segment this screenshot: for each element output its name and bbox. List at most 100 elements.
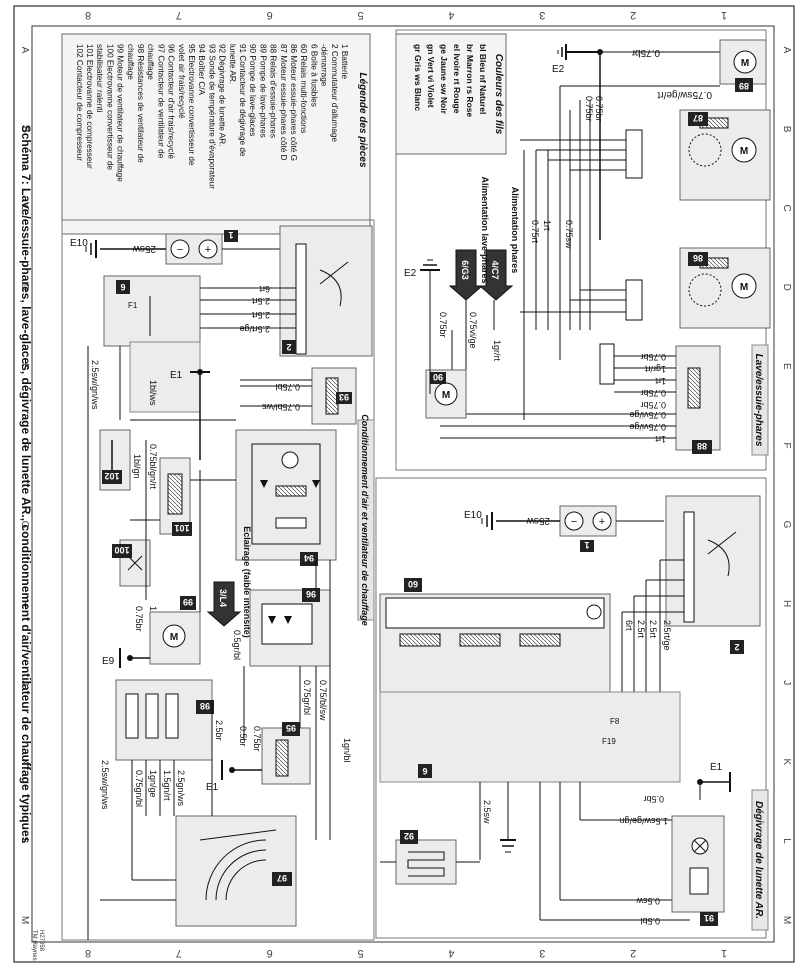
wire-label-87b: 0.75br — [584, 96, 594, 122]
wire-label-88b: 1gr/rt — [644, 364, 666, 374]
small-print: H27058 — [38, 930, 44, 952]
border-letter-right: D — [781, 284, 792, 291]
wire-label-95b: 0.5br — [238, 726, 248, 747]
border-number-bottom: 1 — [721, 947, 727, 959]
defrost-wires — [479, 782, 701, 921]
wire-label-88d: 0.75br — [640, 388, 666, 398]
ground-e-92 — [500, 839, 516, 853]
component-87: M 87 — [679, 109, 771, 201]
border-number-top: 7 — [176, 9, 182, 21]
svg-text:1: 1 — [584, 540, 589, 550]
border-letter-right: L — [781, 838, 792, 844]
legend-item: 89 Pompe de lave-phares — [258, 44, 267, 138]
component-101: 101 — [159, 457, 192, 536]
defrost-ign-wires — [621, 559, 684, 700]
legend-item: 2 Commutateur d'allumage — [330, 44, 339, 142]
wire-label-95a: 0.75br — [252, 726, 262, 752]
svg-text:E1: E1 — [170, 370, 183, 381]
wire-label-87e: 0.75rt — [530, 220, 540, 244]
wire-label-93a: 0.75bl — [275, 382, 300, 392]
svg-text:60: 60 — [408, 579, 418, 589]
wire-label-98a: 2.5br — [214, 720, 224, 741]
legend-item: lunette AR. — [228, 44, 237, 84]
legend-item: 86 Moteur essuie-phares côté G — [289, 44, 298, 161]
svg-text:E10: E10 — [464, 510, 482, 521]
legend-item: 97 Contacteur de ventilateur de — [156, 44, 165, 159]
legend-item: 87 Moteur essuie-phares côté D — [279, 44, 288, 161]
component-89: M 89 — [719, 39, 767, 92]
legend-item: 100 Electrovanne convertisseur de — [105, 44, 114, 171]
svg-text:102: 102 — [104, 471, 119, 481]
legend-item: -démarrage — [320, 44, 329, 87]
svg-text:+: + — [205, 244, 211, 256]
component-92: 92 — [395, 830, 457, 885]
legend-item: 92 Dégivrage de lunette AR. — [218, 44, 227, 146]
wire-color-item: bl Bleu nf Naturel — [478, 44, 488, 114]
feed-3l4-label: Eclairage (faible intensité) — [242, 526, 252, 638]
component-6-ac: 6 F1 — [103, 275, 201, 413]
component-86: M 86 — [679, 247, 771, 329]
headlamp-wiring — [440, 100, 676, 439]
border-number-top: 5 — [358, 9, 364, 21]
border-letter-left: A — [19, 47, 30, 54]
svg-text:M: M — [442, 390, 450, 401]
border-letter-right: G — [781, 521, 792, 529]
legend-item: 6 Boîte à fusibles — [309, 44, 318, 107]
section-title-headlamp: Lave/essuie-phares — [753, 354, 764, 447]
border-number-bottom: 4 — [448, 947, 454, 959]
wire-label-88a: 0.75br — [640, 352, 666, 362]
feed-4c7: 4/C7 Alimentation phares — [478, 187, 520, 301]
wire-label-60c: 6rt — [624, 620, 634, 631]
legend-item: chauffage — [146, 44, 155, 80]
wire-label-60b2: 2.5rt — [636, 620, 646, 639]
legend-item: 1 Batterie — [340, 44, 349, 79]
wire-label-90: 0.75vi/ge — [468, 312, 478, 349]
legend-item: 90 Pompe de lave-glaces — [248, 44, 257, 136]
wire-label-87d: 1rt — [542, 220, 552, 231]
border-letter-right: A — [781, 47, 792, 54]
border-number-top: 2 — [630, 9, 636, 21]
wire-label-89a: 0.75br — [631, 47, 660, 58]
wire-label-87a: 0.75br — [594, 96, 604, 122]
ground-e1-defrost: E1 — [697, 762, 731, 792]
wire-label-6a: 6rt — [259, 284, 270, 294]
ground-e2-label: E2 — [552, 64, 565, 75]
wire-label-6b: 2.5rt — [251, 296, 270, 306]
svg-text:+: + — [599, 516, 605, 528]
wire-label-91b: 1.5sw/ge/gn — [619, 816, 668, 826]
component-60: 60 — [379, 578, 611, 693]
svg-text:F19: F19 — [602, 737, 616, 746]
wire-color-item: ge Jaune sw Noir — [439, 44, 449, 115]
svg-text:95: 95 — [286, 723, 296, 733]
wire-label-98f: 2.5sw/gn/ws — [100, 760, 110, 810]
legend-item: 98 Résistances de ventilateur de — [136, 44, 145, 163]
component-102: 102 — [99, 429, 131, 491]
border-letter-left: L — [19, 838, 30, 844]
feed-4c7-label: Alimentation phares — [510, 187, 520, 274]
component-90: M 90 — [425, 369, 467, 419]
wire-label-91d: 0.5bl — [640, 916, 660, 926]
wire-label-101: 0.75bl/gn/rt — [148, 444, 158, 490]
svg-text:M: M — [170, 632, 178, 643]
border-letter-left: D — [19, 284, 30, 291]
wire-label-87c: 0.75sw — [564, 220, 574, 249]
wire-colors-heading: Couleurs des fils — [493, 54, 504, 135]
border-letter-right: B — [781, 126, 792, 133]
wire-label-98c: 1.5gn/rt — [162, 770, 172, 801]
component-93: 93 — [311, 367, 357, 425]
feed-3l4-ref: 3/L4 — [218, 589, 228, 607]
svg-text:94: 94 — [304, 553, 314, 563]
svg-text:6: 6 — [120, 282, 125, 292]
wire-label-88e: 0.75br — [640, 400, 666, 410]
border-letter-right: H — [781, 600, 792, 607]
border-letter-right: J — [781, 680, 792, 685]
wire-label-6d: 2.5rt/ge — [239, 324, 270, 334]
legend-item: 88 Relais d'essuie-phares — [269, 44, 278, 138]
component-95: 95 — [261, 722, 311, 785]
wire-label-88c: 1rt — [655, 376, 666, 386]
wire-color-item: el Ivoire rt Rouge — [452, 44, 462, 114]
